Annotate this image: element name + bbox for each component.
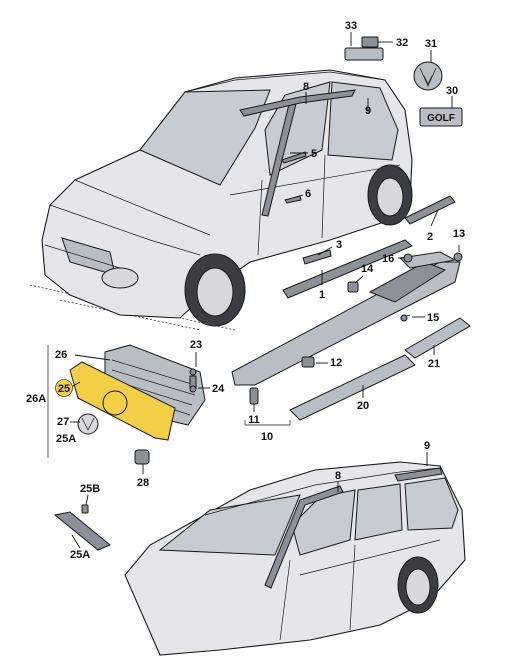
callout-32: 32: [396, 37, 408, 49]
callout-3: 3: [336, 239, 342, 251]
callout-1: 1: [319, 289, 325, 301]
callout-15: 15: [427, 312, 439, 324]
nut-24: [189, 385, 197, 393]
callout-labels: 33 32 31 30 8 9 5 6 3 2 1 13 16 14 15 21…: [26, 20, 465, 561]
callout-10: 10: [261, 431, 273, 443]
model-badge-33: [344, 47, 384, 61]
screw-23: [189, 368, 197, 376]
grille-group: [47, 344, 206, 551]
side-mouldings: [282, 195, 456, 299]
clip-12: [301, 356, 315, 368]
callout-23: 23: [190, 339, 202, 351]
callout-25: 25: [58, 383, 70, 395]
sill-assembly: [231, 251, 471, 421]
clip-14: [347, 281, 359, 293]
callout-30: 30: [446, 85, 458, 97]
leader-lines: [67, 32, 460, 549]
emblem-group-top: GOLF: [344, 36, 463, 127]
trim-21: [404, 317, 471, 359]
strip-8-estate: [264, 485, 344, 589]
callout-9-bottom: 9: [424, 440, 430, 452]
screw-13: [453, 252, 463, 262]
callout-28: 28: [137, 477, 149, 489]
clip-32: [361, 36, 379, 48]
emblem-27: [77, 413, 99, 435]
callout-25a-top: 25A: [56, 433, 76, 445]
callout-31: 31: [425, 38, 437, 50]
callout-16: 16: [382, 253, 394, 265]
bracket-25b: [53, 511, 111, 551]
estate-car: [124, 461, 466, 656]
moulding-1: [282, 239, 413, 299]
callout-6: 6: [305, 188, 311, 200]
callout-5: 5: [311, 148, 317, 160]
callout-8-bottom: 8: [335, 470, 341, 482]
callout-25b: 25B: [80, 483, 100, 495]
callout-26: 26: [55, 349, 67, 361]
callout-9-top: 9: [365, 105, 371, 117]
callout-25-highlight: 25: [55, 379, 73, 397]
callout-14: 14: [361, 263, 374, 275]
strip-9-estate: [394, 467, 443, 482]
vw-emblem-31: [413, 61, 443, 91]
callout-13: 13: [453, 228, 465, 240]
group-bracket-10: [244, 420, 291, 426]
clip-11: [249, 387, 259, 405]
callout-27: 27: [57, 416, 69, 428]
callout-11: 11: [248, 414, 260, 426]
screw-16: [403, 253, 413, 263]
golf-badge-30: GOLF: [419, 107, 463, 127]
callout-25a-bottom: 25A: [70, 549, 90, 561]
callout-26a: 26A: [26, 393, 46, 405]
callout-20: 20: [357, 400, 369, 412]
hatchback-car: [29, 69, 413, 331]
clip-28: [134, 449, 150, 465]
callout-24: 24: [212, 383, 225, 395]
trim-20: [289, 354, 416, 421]
callout-2: 2: [427, 231, 433, 243]
callout-12: 12: [330, 357, 342, 369]
callout-33: 33: [345, 20, 357, 32]
svg-text:GOLF: GOLF: [427, 113, 455, 124]
callout-21: 21: [428, 358, 440, 370]
callout-8-top: 8: [303, 81, 309, 93]
moulding-2: [404, 195, 456, 225]
